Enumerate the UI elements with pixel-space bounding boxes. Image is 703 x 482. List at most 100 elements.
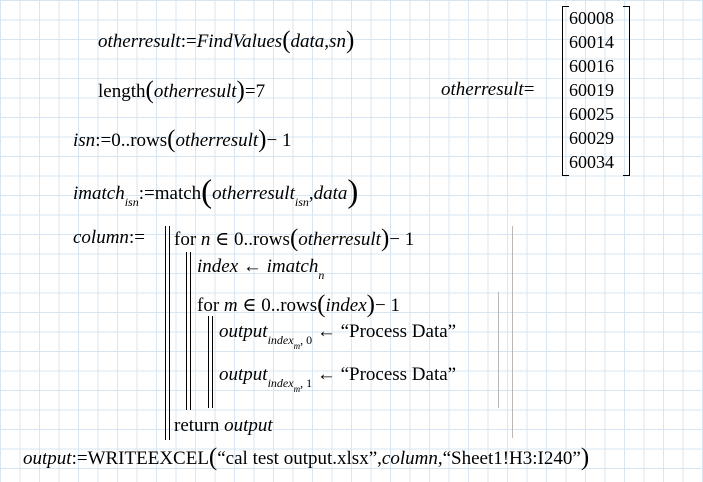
local-assign-arrow: ← <box>242 256 262 277</box>
var-m: m <box>223 295 238 316</box>
assign-operator: := <box>95 130 112 151</box>
var-imatch: imatch <box>266 256 319 277</box>
var-output: output <box>23 448 72 469</box>
arg-column: column <box>381 448 438 469</box>
program-bar-for2-2 <box>212 316 213 408</box>
eval-result: 7 <box>255 81 266 102</box>
arg-separator: , <box>437 448 443 469</box>
var-output: output <box>224 415 273 436</box>
matrix-cell: 60034 <box>569 152 614 172</box>
matrix-cell: 60016 <box>569 56 614 76</box>
arg-index: index <box>325 295 367 316</box>
matrix-cell: 60029 <box>569 128 614 148</box>
placeholder-bar <box>498 292 499 408</box>
range-operator: .. <box>270 295 281 316</box>
arg-otherresult: otherresult <box>212 183 295 204</box>
string-process-data: “Process Data” <box>340 321 457 342</box>
arg-data: data <box>313 183 348 204</box>
paren-close: ) <box>347 174 359 210</box>
program-for-m[interactable]: for m ∈ 0..rows(index)− 1 <box>197 292 400 318</box>
range-operator: .. <box>243 229 253 250</box>
region-column-program[interactable]: column:= <box>73 226 145 250</box>
matrix-values: 60008 60014 60016 60019 60025 60029 6003… <box>569 6 614 174</box>
paren-open: ( <box>167 126 176 153</box>
program-output-col0[interactable]: outputindexm, 0 ← “Process Data” <box>219 320 457 351</box>
paren-open: ( <box>145 77 154 104</box>
paren-close: ) <box>380 225 390 252</box>
arg-data: data <box>290 31 325 52</box>
region-range-isn[interactable]: isn:=0..rows(otherresult)− 1 <box>73 127 291 153</box>
paren-close: ) <box>345 27 355 54</box>
var-otherresult: otherresult <box>441 79 524 100</box>
var-imatch: imatch <box>73 183 125 204</box>
arg-otherresult: otherresult <box>153 81 237 102</box>
program-output-col1[interactable]: outputindexm, 1 ← “Process Data” <box>219 363 457 394</box>
matrix-right-bracket <box>623 6 630 176</box>
var-index: index <box>197 256 239 277</box>
paren-open: ( <box>201 174 213 210</box>
paren-close: ) <box>580 444 590 471</box>
arg-otherresult: otherresult <box>298 229 381 250</box>
paren-close: ) <box>236 77 245 104</box>
program-bar-for2 <box>208 316 209 408</box>
matrix-cell: 60019 <box>569 80 614 100</box>
arg-otherresult: otherresult <box>175 130 259 151</box>
range-start: 0 <box>111 130 121 151</box>
assign-operator: := <box>71 448 88 469</box>
local-assign-arrow: ← <box>316 321 336 342</box>
paren-open: ( <box>317 291 326 318</box>
subscript-n: n <box>318 268 325 282</box>
var-otherresult: otherresult <box>98 31 181 52</box>
string-process-data: “Process Data” <box>340 364 457 385</box>
func-length: length <box>98 81 146 102</box>
var-column: column <box>73 227 129 248</box>
paren-close: ) <box>258 126 267 153</box>
region-imatch[interactable]: imatchisn:=match(otherresultisn,data) <box>73 174 359 210</box>
subscript-index: index <box>267 333 294 347</box>
string-range: “Sheet1!H3:I240” <box>442 448 581 469</box>
subscript-index: index <box>267 376 294 390</box>
paren-open: ( <box>208 444 218 471</box>
local-assign-arrow: ← <box>316 364 336 385</box>
func-writeexcel: WRITEEXCEL <box>87 448 209 469</box>
eval-operator: = <box>523 79 535 100</box>
var-output: output <box>219 364 268 385</box>
program-for-n[interactable]: for n ∈ 0..rows(otherresult)− 1 <box>174 226 414 252</box>
eval-operator: = <box>244 81 256 102</box>
string-filename: “cal test output.xlsx” <box>217 448 378 469</box>
range-start: 0 <box>233 229 244 250</box>
subscript-isn: isn <box>294 195 309 209</box>
matrix-cell: 60014 <box>569 32 614 52</box>
keyword-for: for <box>197 295 220 316</box>
func-match: match <box>154 183 202 204</box>
program-return[interactable]: return output <box>174 414 273 438</box>
program-index-assign[interactable]: index ← imatchn <box>197 255 325 282</box>
program-bar-outer-2 <box>169 226 170 440</box>
region-writeexcel[interactable]: output:=WRITEEXCEL(“cal test output.xlsx… <box>23 445 589 471</box>
subscript-col: , 1 <box>300 376 313 390</box>
keyword-for: for <box>174 229 197 250</box>
func-rows: rows <box>130 130 168 151</box>
var-output: output <box>219 321 268 342</box>
assign-operator: := <box>128 227 145 248</box>
subscript-isn: isn <box>124 195 139 209</box>
paren-open: ( <box>289 225 299 252</box>
func-findvalues: FindValues <box>196 31 283 52</box>
var-isn: isn <box>73 130 96 151</box>
arg-separator: , <box>324 31 330 52</box>
func-rows: rows <box>252 229 290 250</box>
func-rows: rows <box>280 295 318 316</box>
paren-open: ( <box>282 27 291 54</box>
program-bar-outer <box>165 226 166 440</box>
region-length-eval[interactable]: length(otherresult)=7 <box>98 78 265 104</box>
paren-close: ) <box>366 291 375 318</box>
region-findvalues[interactable]: otherresult:=FindValues(data,sn) <box>98 28 354 54</box>
keyword-return: return <box>174 415 220 436</box>
element-of: ∈ <box>215 229 230 250</box>
subscript-m: m <box>293 341 301 351</box>
minus-one: − 1 <box>266 130 292 151</box>
arg-separator: , <box>308 183 314 204</box>
region-matrix-eval[interactable]: otherresult= <box>441 78 534 102</box>
arg-separator: , <box>377 448 382 469</box>
var-n: n <box>200 229 211 250</box>
